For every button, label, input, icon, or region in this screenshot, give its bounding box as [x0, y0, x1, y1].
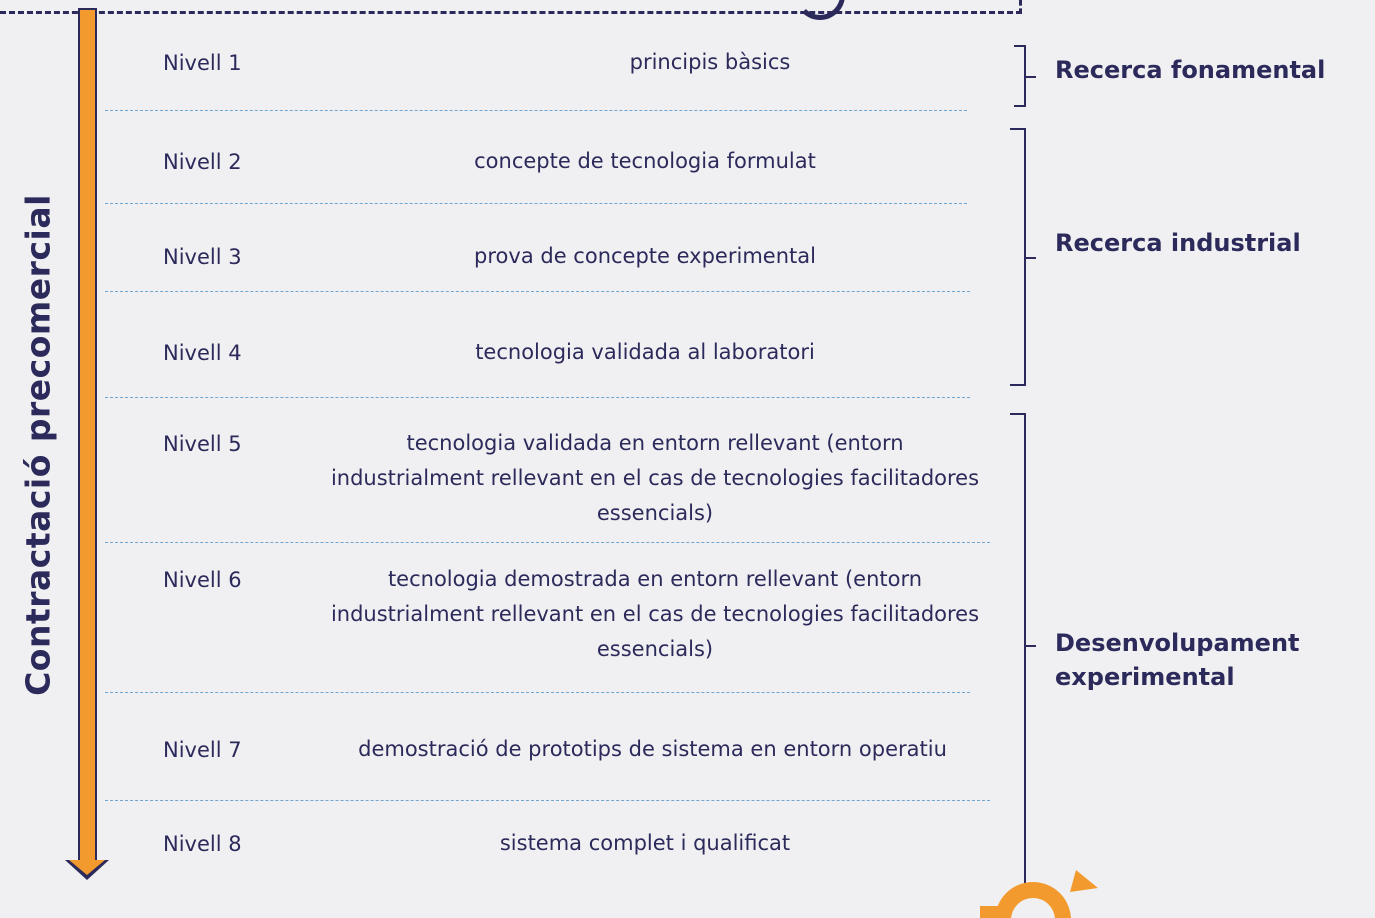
divider	[105, 110, 967, 111]
brace-tip	[1024, 645, 1036, 647]
level-label: Nivell 4	[163, 341, 242, 365]
orange-arrow-shaft	[78, 8, 97, 863]
divider	[105, 542, 990, 543]
level-label: Nivell 1	[163, 51, 242, 75]
level-label: Nivell 7	[163, 738, 242, 762]
sun-logo-icon	[980, 870, 1098, 918]
level-description: tecnologia validada en entorn rellevant …	[330, 431, 980, 525]
level-label: Nivell 8	[163, 832, 242, 856]
brace-tip	[1024, 257, 1036, 259]
vertical-title: Contractació precomercial	[18, 194, 58, 696]
level-description: tecnologia demostrada en entorn rellevan…	[330, 567, 980, 661]
divider	[105, 800, 990, 801]
arrow-head-fill	[69, 860, 105, 875]
level-description: sistema complet i qualificat	[499, 831, 791, 855]
level-description: tecnologia validada al laboratori	[475, 340, 815, 364]
level-label: Nivell 2	[163, 150, 242, 174]
group-label-recerca-industrial: Recerca industrial	[1055, 229, 1301, 257]
level-description: demostració de prototips de sistema en e…	[358, 737, 947, 761]
level-label: Nivell 5	[163, 432, 242, 456]
level-label: Nivell 6	[163, 568, 242, 592]
top-dashed-frame	[0, 0, 1022, 14]
level-label: Nivell 3	[163, 245, 242, 269]
group-label-desenvolupament: Desenvolupament experimental	[1055, 629, 1300, 691]
cropped-heading-glyph	[795, 0, 845, 20]
divider	[105, 692, 970, 693]
divider	[105, 397, 970, 398]
group-label-recerca-fonamental: Recerca fonamental	[1055, 56, 1326, 84]
divider	[105, 203, 967, 204]
level-description: principis bàsics	[629, 50, 791, 74]
brace-tip	[1024, 76, 1036, 78]
divider	[105, 291, 970, 292]
level-description: prova de concepte experimental	[474, 244, 816, 268]
brace-desenvolupament	[1010, 413, 1026, 893]
level-description: concepte de tecnologia formulat	[474, 149, 816, 173]
